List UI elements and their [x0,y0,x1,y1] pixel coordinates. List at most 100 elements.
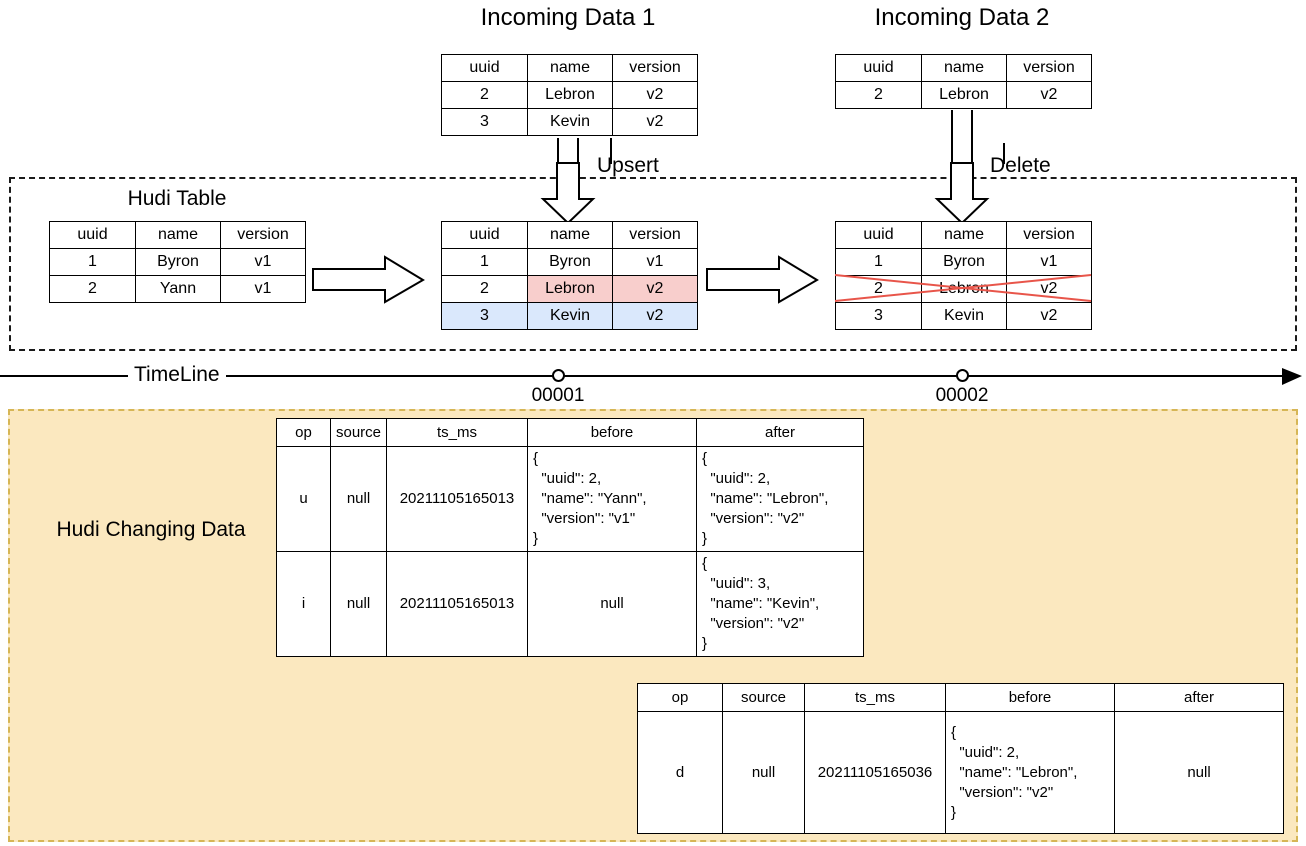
upsert-block-arrow-icon [540,162,596,225]
cell-ts-ms: 20211105165013 [386,551,528,657]
col-header-name: name [527,54,613,82]
cdc-row-insert: i null 20211105165013 null { "uuid": 3, … [276,551,864,657]
table-header-row: uuid name version [835,221,1092,249]
cell-uuid: 3 [835,302,922,330]
table-row-updated: 2 Lebron v2 [441,275,698,303]
cell-name: Byron [527,248,613,276]
cell-uuid: 1 [441,248,528,276]
connector-incoming1-right [577,138,579,164]
timeline-label: TimeLine [128,363,226,387]
connector-incoming2-right [971,110,973,164]
cell-name: Kevin [527,108,613,136]
title-hudi-table: Hudi Table [127,187,227,210]
col-header-version: version [1006,54,1092,82]
cell-version: v2 [1006,302,1092,330]
hudi-initial-table: uuid name version 1 Byron v1 2 Yann v1 [49,221,306,303]
deleted-row-cross-icon [834,274,1092,302]
cell-op: u [276,446,331,552]
title-incoming-data-2: Incoming Data 2 [874,4,1050,31]
upsert-label: Upsert [597,154,659,177]
cell-version: v1 [612,248,698,276]
cell-source: null [722,711,805,834]
cell-ts-ms: 20211105165036 [804,711,946,834]
col-header-ts-ms: ts_ms [386,418,528,447]
table-row: 2 Lebron v2 [441,81,698,109]
cell-name: Lebron [527,81,613,109]
cdc-table-commit-00001: op source ts_ms before after u null 2021… [276,418,864,657]
cell-name: Lebron [921,81,1007,109]
cell-op: d [637,711,723,834]
col-header-after: after [1114,683,1284,712]
incoming-data-2-table: uuid name version 2 Lebron v2 [835,54,1092,109]
cell-version: v2 [612,81,698,109]
table-row: 2 Lebron v2 [835,81,1092,109]
timeline-arrowhead-icon [1282,368,1302,385]
cell-uuid: 3 [441,108,528,136]
cell-before: { "uuid": 2, "name": "Lebron", "version"… [945,711,1115,834]
connector-upsert-label-tick [610,138,612,164]
connector-delete-label-tick [1003,143,1005,164]
transition-arrow-2-icon [706,255,819,304]
connector-incoming1-left [557,138,559,164]
cdc-table-commit-00002: op source ts_ms before after d null 2021… [637,683,1284,834]
cell-op: i [276,551,331,657]
col-header-version: version [1006,221,1092,249]
cell-after: null [1114,711,1284,834]
col-header-uuid: uuid [835,54,922,82]
col-header-name: name [921,54,1007,82]
cell-version: v2 [612,275,698,303]
cell-before: null [527,551,697,657]
col-header-op: op [276,418,331,447]
cell-name: Byron [921,248,1007,276]
table-row: 3 Kevin v2 [441,108,698,136]
cell-uuid: 3 [441,302,528,330]
table-header-row: uuid name version [441,221,698,249]
cell-name: Lebron [527,275,613,303]
timeline-commit-dot-00002[interactable] [956,369,969,382]
table-row: 2 Yann v1 [49,275,306,303]
timeline-commit-label-00002: 00002 [935,385,989,406]
col-header-version: version [220,221,306,249]
cell-uuid: 2 [441,275,528,303]
table-row: 1 Byron v1 [835,248,1092,276]
cell-source: null [330,446,387,552]
cell-version: v2 [612,302,698,330]
cell-uuid: 1 [49,248,136,276]
delete-label: Delete [990,154,1051,177]
cell-version: v1 [220,248,306,276]
table-row-inserted: 3 Kevin v2 [441,302,698,330]
cell-after: { "uuid": 3, "name": "Kevin", "version":… [696,551,864,657]
transition-arrow-1-icon [312,255,425,304]
col-header-name: name [135,221,221,249]
col-header-uuid: uuid [49,221,136,249]
col-header-version: version [612,221,698,249]
cell-version: v1 [220,275,306,303]
timeline-commit-dot-00001[interactable] [552,369,565,382]
col-header-version: version [612,54,698,82]
cell-name: Byron [135,248,221,276]
col-header-before: before [527,418,697,447]
cell-uuid: 1 [835,248,922,276]
timeline-commit-label-00001: 00001 [531,385,585,406]
col-header-source: source [330,418,387,447]
cell-name: Kevin [527,302,613,330]
cdc-row-delete: d null 20211105165036 { "uuid": 2, "name… [637,711,1284,834]
cell-source: null [330,551,387,657]
col-header-source: source [722,683,805,712]
cdc-row-update: u null 20211105165013 { "uuid": 2, "name… [276,446,864,552]
cell-name: Kevin [921,302,1007,330]
table-row: 1 Byron v1 [49,248,306,276]
col-header-name: name [921,221,1007,249]
table-header-row: uuid name version [49,221,306,249]
col-header-uuid: uuid [441,221,528,249]
cell-name: Yann [135,275,221,303]
cell-version: v2 [612,108,698,136]
title-incoming-data-1: Incoming Data 1 [480,4,656,31]
cell-after: { "uuid": 2, "name": "Lebron", "version"… [696,446,864,552]
connector-incoming2-left [951,110,953,164]
cell-uuid: 2 [49,275,136,303]
cell-uuid: 2 [441,81,528,109]
hudi-after-upsert-table: uuid name version 1 Byron v1 2 Lebron v2… [441,221,698,330]
hudi-table-region [9,177,1297,351]
